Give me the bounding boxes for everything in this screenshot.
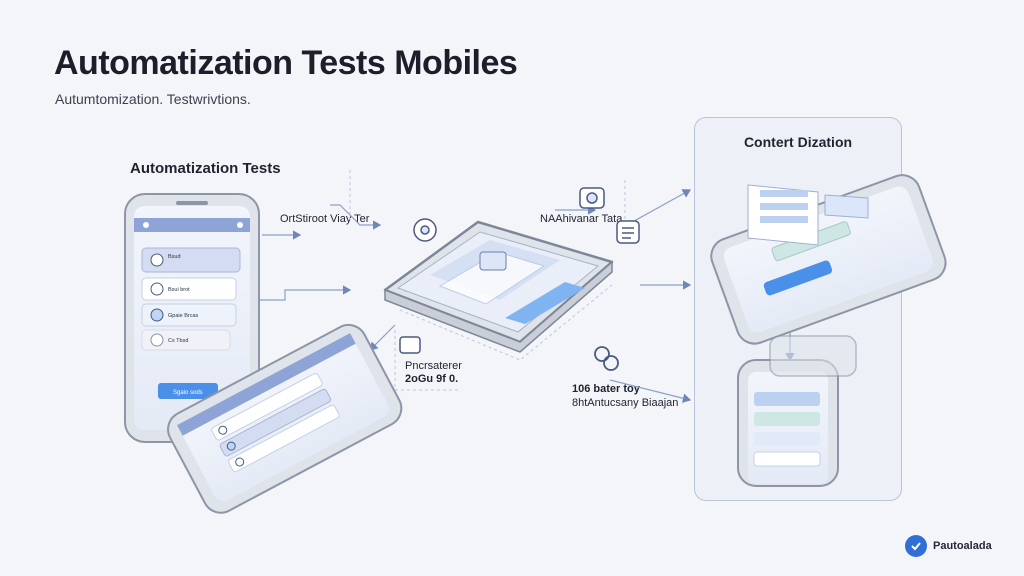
flow-label-right-2: 8htAntucsany Biaajan [572,397,679,409]
page-title: Automatization Tests Mobiles [54,44,518,82]
flow-label-bottom-2: 2oGu 9f 0. [405,373,459,385]
phone-button-label: Sgaio sods [173,390,203,396]
card-text-2: Bsui brot [168,287,190,293]
brand-name: Pautoalada [933,540,992,552]
list-icon [616,220,640,244]
camera-icon [579,187,605,209]
card-1 [141,247,241,273]
hand-icon [399,336,421,354]
card-3 [141,303,237,327]
flow-label-left: OrtStiroot Viay Ter [280,213,370,225]
check-circle-icon [905,535,927,557]
link-icon [594,346,619,371]
card-2 [141,277,237,301]
card-text-3: Gpaie Brcas [168,313,199,319]
brand-badge: Pautoalada [905,535,992,557]
section-label-tests: Automatization Tests [130,160,281,177]
phone-right-upright [737,335,857,487]
phone-left-upright [124,193,260,443]
phone-button [158,383,218,399]
phone-left-tilted [167,323,403,514]
panel-title: Contert Dization [743,134,853,150]
flow-label-right: NAAhivanar Tata [540,213,623,225]
page-subtitle: Autumtomization. Testwrivtions. [55,91,251,107]
floating-card-stack [747,184,869,246]
card-text-4: Cs Tbsd [168,338,188,344]
gear-icon [413,218,437,242]
device-center [383,220,614,361]
flow-label-bottom-1: Pncrsaterer [405,360,462,372]
flow-label-right-1: 106 bater toy [572,383,640,395]
card-text-1: Bsud [168,254,181,260]
card-4 [141,329,231,351]
